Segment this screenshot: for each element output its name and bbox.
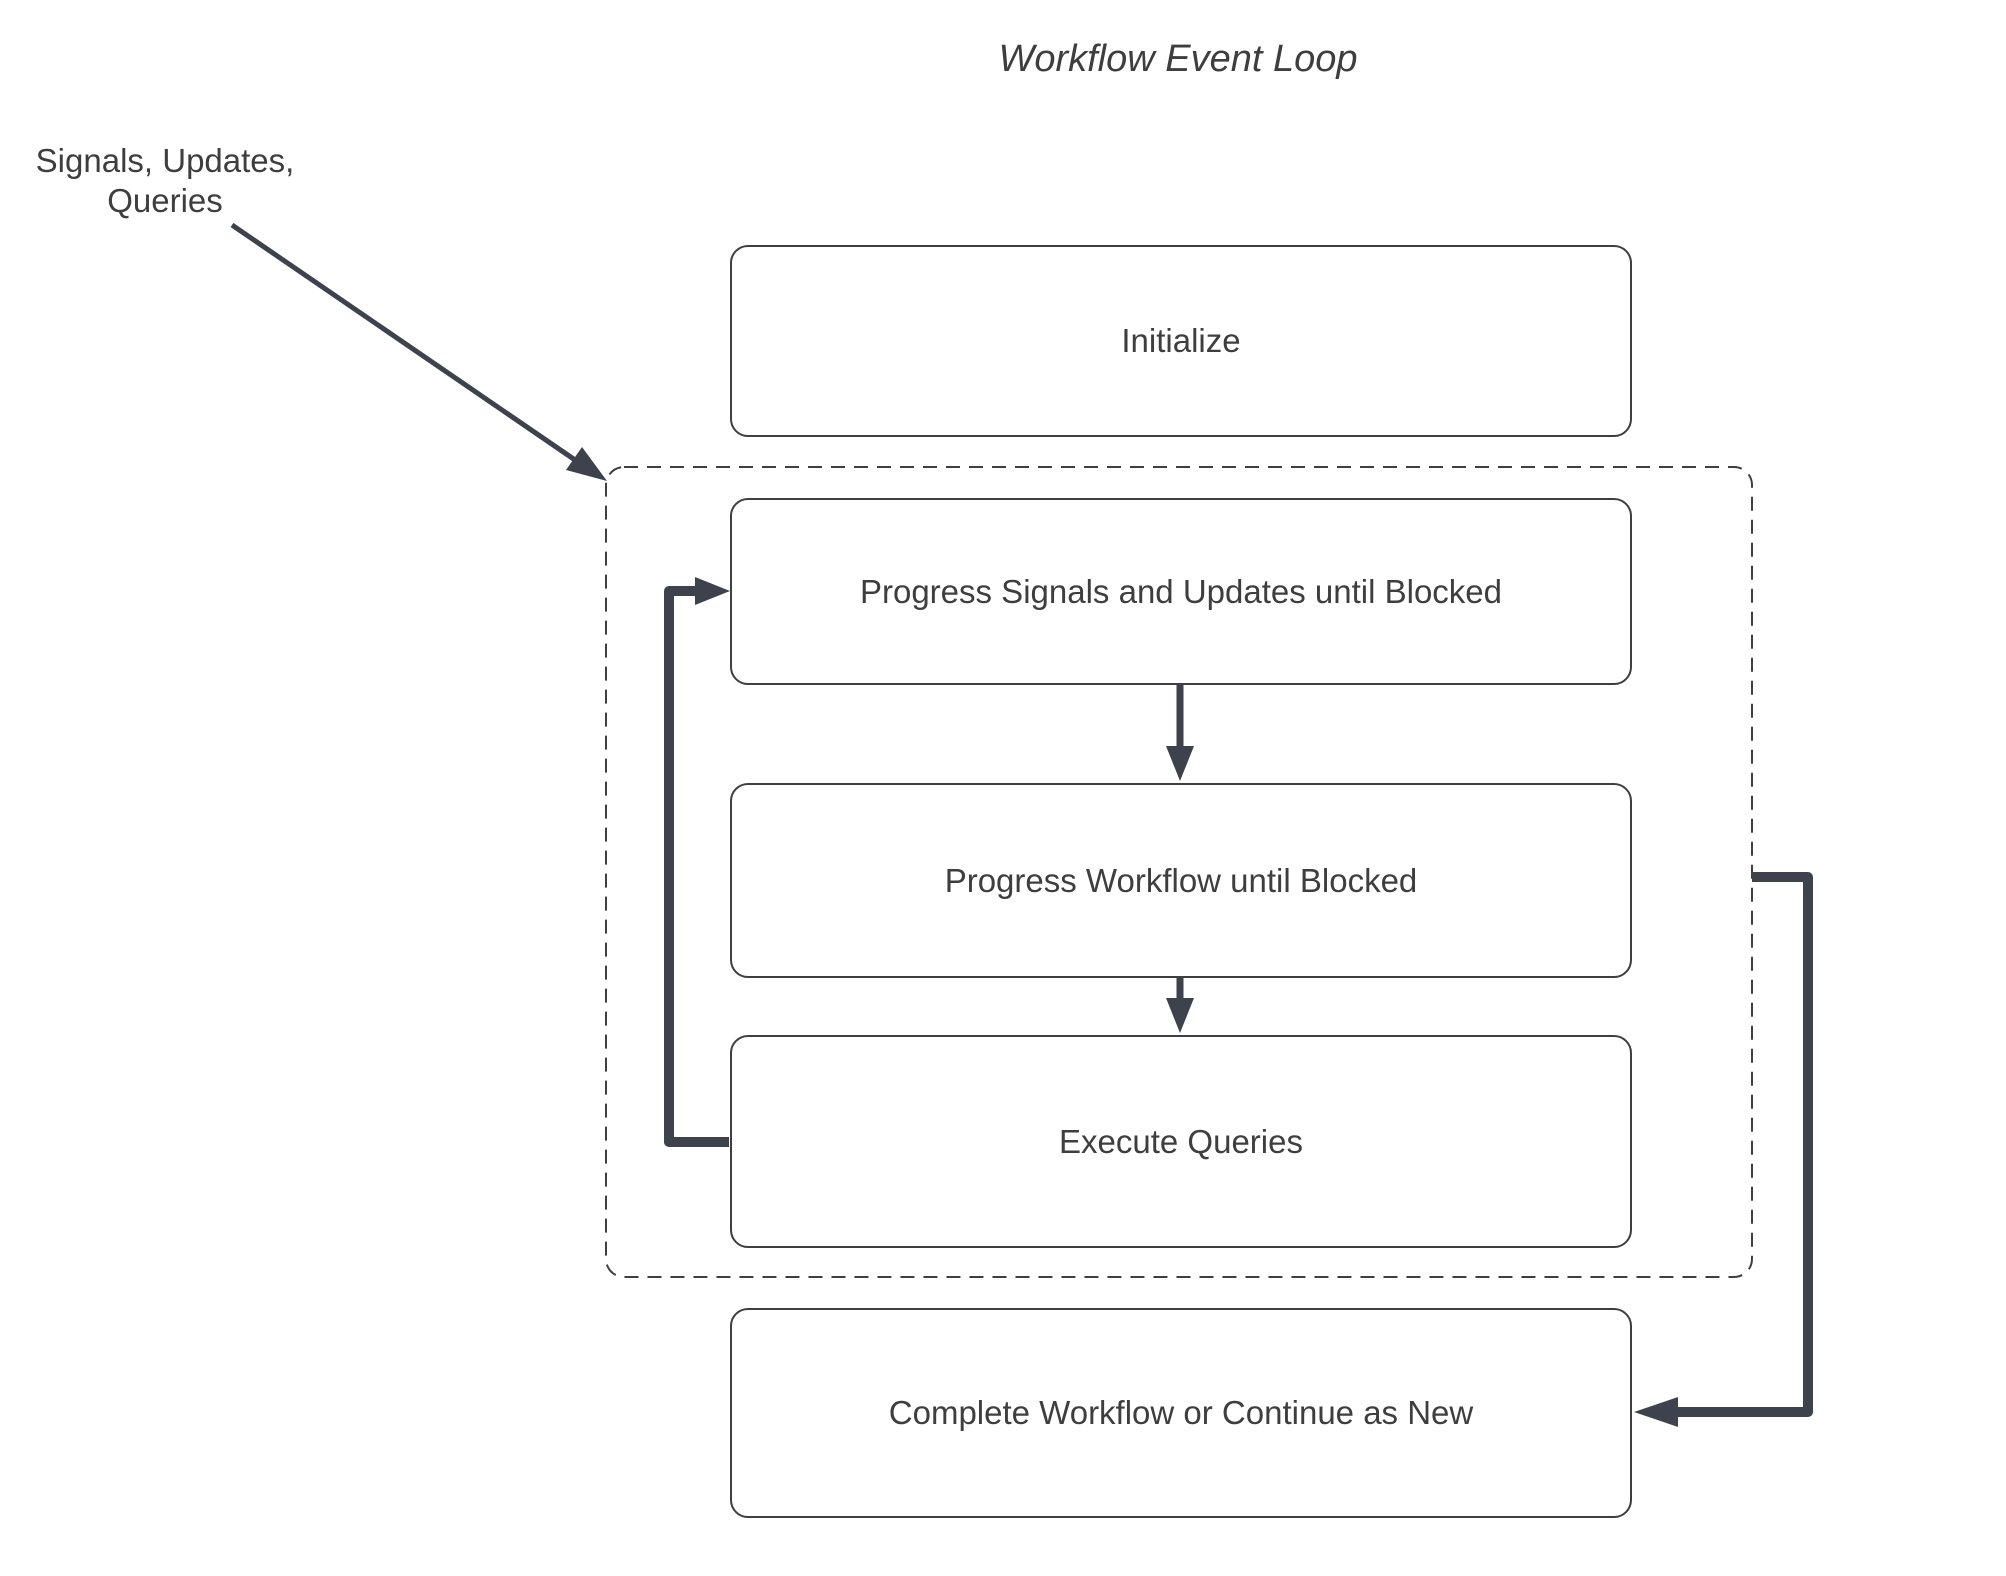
edge-workflow-to-queries-arrowhead bbox=[1166, 998, 1194, 1033]
edge-signals-to-workflow-arrow bbox=[1166, 685, 1194, 781]
node-initialize: Initialize bbox=[730, 245, 1632, 437]
signals-updates-queries-label: Signals, Updates, Queries bbox=[36, 141, 295, 221]
edge-loop-to-complete-path bbox=[1676, 872, 1813, 1417]
node-progress-workflow: Progress Workflow until Blocked bbox=[730, 783, 1632, 978]
edge-signals-input-arrow bbox=[230, 222, 607, 481]
edge-signals-input-shaft bbox=[230, 222, 580, 465]
edge-signals-to-workflow-arrowhead bbox=[1166, 746, 1194, 781]
edge-queries-loop-back-arrowhead bbox=[695, 577, 730, 605]
diagram-title: Workflow Event Loop bbox=[998, 38, 1358, 80]
node-initialize-label: Initialize bbox=[1121, 322, 1241, 359]
node-execute-queries: Execute Queries bbox=[730, 1035, 1632, 1248]
edge-loop-to-complete bbox=[1634, 872, 1813, 1427]
edge-workflow-to-queries-arrow bbox=[1166, 978, 1194, 1033]
node-progress-signals-and-updates: Progress Signals and Updates until Block… bbox=[730, 498, 1632, 685]
node-execute-queries-label: Execute Queries bbox=[1059, 1122, 1303, 1160]
signals-updates-queries-label-line2: Queries bbox=[107, 182, 223, 219]
edge-queries-loop-back-path bbox=[664, 586, 729, 1147]
node-progress-signals-label: Progress Signals and Updates until Block… bbox=[859, 572, 1503, 610]
node-progress-workflow-label: Progress Workflow until Blocked bbox=[944, 861, 1418, 899]
edge-queries-loop-back bbox=[664, 577, 730, 1147]
signals-updates-queries-label-line1: Signals, Updates, bbox=[35, 142, 295, 179]
node-complete-workflow: Complete Workflow or Continue as New bbox=[730, 1308, 1632, 1518]
edge-signals-input-arrowhead bbox=[566, 447, 607, 481]
node-complete-workflow-label: Complete Workflow or Continue as New bbox=[888, 1394, 1474, 1431]
edge-loop-to-complete-arrowhead bbox=[1634, 1397, 1678, 1427]
